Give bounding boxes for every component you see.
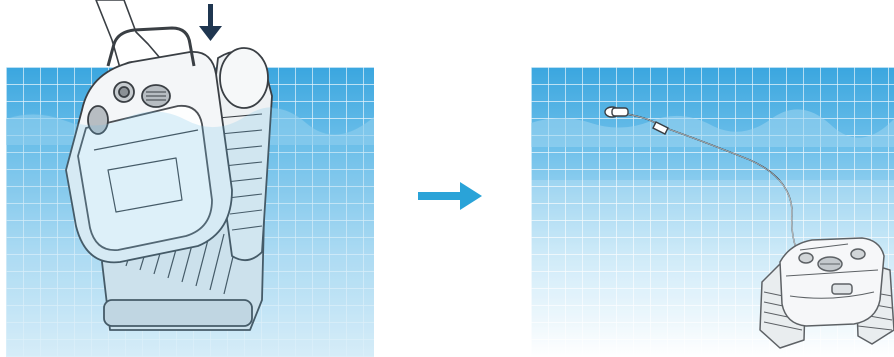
right-arrow-icon bbox=[418, 182, 482, 210]
cable-connector-icon bbox=[605, 107, 668, 134]
down-arrow-icon bbox=[199, 4, 222, 41]
